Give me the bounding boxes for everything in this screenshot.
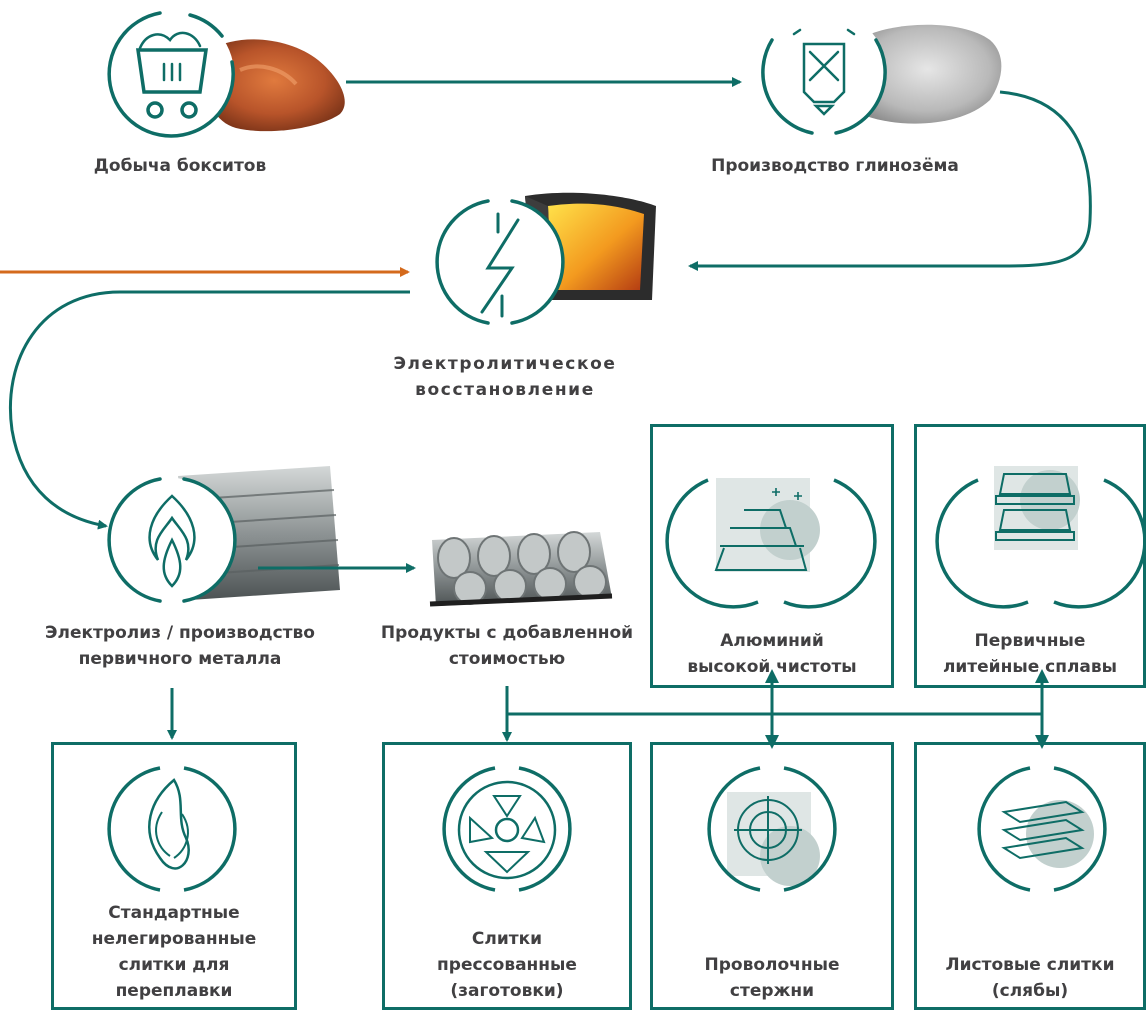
mine-cart-icon	[107, 11, 235, 138]
value-added-label: Продукты с добавленной стоимостью	[366, 620, 648, 672]
high-purity-line2: высокой чистоты	[687, 657, 857, 677]
alumina-powder-photo	[853, 24, 1002, 124]
high-purity-box	[650, 424, 894, 688]
casting-alloys-line2: литейные сплавы	[942, 657, 1118, 677]
sheet-stack-icon	[977, 766, 1107, 892]
high-purity-line1: Алюминий	[720, 631, 824, 651]
billets-box	[382, 742, 632, 1010]
electrolysis-label: Электролиз / производство первичного мет…	[30, 620, 330, 672]
stacked-ingots-icon	[935, 466, 1146, 609]
value-added-label-line1: Продукты с добавленной	[380, 623, 634, 643]
wire-rod-line2: стержни	[729, 981, 815, 1001]
standard-ingots-box	[51, 742, 297, 1010]
electrolysis-label-line2: первичного металла	[78, 649, 282, 669]
alumina-label: Производство глинозёма	[711, 156, 959, 176]
bauxite-ore-photo	[203, 39, 345, 132]
lightning-icon	[435, 199, 565, 325]
billets-line2: прессованные	[437, 955, 577, 975]
wire-rod-icon	[707, 766, 837, 892]
standard-ingots-line2: нелегированные	[91, 929, 257, 949]
standard-ingots-label: Стандартные нелегированные слитки для пе…	[51, 900, 297, 1004]
bauxite-label: Добыча бокситов	[93, 156, 267, 176]
billet-section-icon	[442, 766, 572, 892]
slabs-line1: Листовые слитки	[945, 955, 1115, 975]
high-purity-label: Алюминий высокой чистоты	[650, 628, 894, 680]
value-added-products-photo	[429, 531, 613, 607]
standard-ingots-line1: Стандартные	[108, 903, 240, 923]
value-added-label-line2: стоимостью	[448, 649, 566, 669]
arrow-reduction-to-electrolysis	[8, 290, 410, 530]
casting-alloys-box	[914, 424, 1146, 688]
arrow-value-added-to-products	[505, 686, 1042, 716]
reduction-label-line2: восстановление	[415, 380, 595, 400]
casting-alloys-label: Первичные литейные сплавы	[914, 628, 1146, 680]
flame-icon	[107, 477, 237, 603]
slabs-box	[914, 742, 1146, 1010]
standard-ingots-line4: переплавки	[115, 981, 233, 1001]
billets-label: Слитки прессованные (заготовки)	[382, 926, 632, 1004]
molten-drop-icon	[107, 766, 237, 892]
reduction-label-line1: Электролитическое	[393, 354, 617, 374]
billets-line3: (заготовки)	[450, 981, 564, 1001]
standard-ingots-line3: слитки для	[118, 955, 230, 975]
slabs-label: Листовые слитки (слябы)	[914, 952, 1146, 1004]
silo-icon	[761, 10, 887, 135]
reduction-label: Электролитическое восстановление	[360, 351, 650, 403]
electrolysis-label-line1: Электролиз / производство	[45, 623, 315, 643]
ingots-sparkle-icon	[665, 478, 877, 609]
slabs-line2: (слябы)	[991, 981, 1069, 1001]
billets-line1: Слитки	[471, 929, 543, 949]
wire-rod-box	[650, 742, 894, 1010]
arrow-alumina-to-reduction	[688, 90, 1092, 271]
casting-alloys-line1: Первичные	[974, 631, 1086, 651]
wire-rod-line1: Проволочные	[704, 955, 840, 975]
wire-rod-label: Проволочные стержни	[650, 952, 894, 1004]
